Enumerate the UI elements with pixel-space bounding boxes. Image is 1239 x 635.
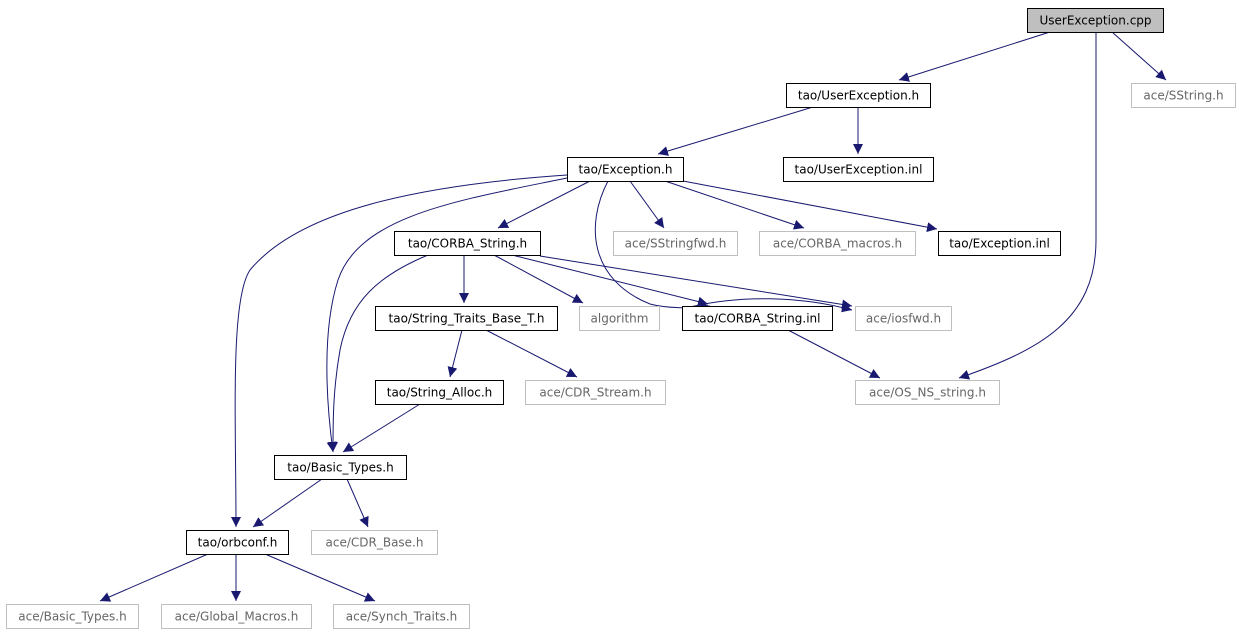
node-ace-synch-traits[interactable]: ace/Synch_Traits.h — [333, 604, 470, 629]
node-label-ace-sstringfwd: ace/SStringfwd.h — [625, 237, 727, 251]
edge-tao-exception-h-to-tao-orbconf — [230, 174, 568, 528]
node-root[interactable]: UserException.cpp — [1027, 8, 1164, 33]
node-box-ace-iosfwd — [855, 306, 952, 331]
nodes: UserException.cpp tao/UserException.h ace/… — [6, 8, 1236, 629]
node-box-tao-basic-types — [274, 455, 407, 480]
node-box-tao-userexc-inl — [783, 157, 934, 182]
node-label-tao-string-alloc: tao/String_Alloc.h — [387, 386, 493, 400]
edge-tao-corba-string-h-to-tao-corba-string-inl — [511, 254, 709, 307]
node-ace-iosfwd[interactable]: ace/iosfwd.h — [855, 306, 952, 331]
node-label-ace-iosfwd: ace/iosfwd.h — [866, 312, 941, 326]
node-box-tao-corba-string-inl — [682, 306, 833, 331]
node-label-tao-corba-string-inl: tao/CORBA_String.inl — [695, 312, 821, 326]
node-tao-orbconf[interactable]: tao/orbconf.h — [186, 530, 289, 555]
node-tao-corba-string-inl[interactable]: tao/CORBA_String.inl — [682, 306, 833, 331]
node-box-tao-string-traits — [375, 306, 558, 331]
edge-tao-exception-h-to-ace-sstringfwd — [629, 180, 665, 229]
node-label-tao-string-traits: tao/String_Traits_Base_T.h — [389, 312, 545, 326]
node-ace-global-macros[interactable]: ace/Global_Macros.h — [161, 604, 312, 629]
node-label-ace-corba-macros: ace/CORBA_macros.h — [773, 237, 902, 251]
node-label-tao-corba-string-h: tao/CORBA_String.h — [408, 237, 527, 251]
node-label-ace-cdr-stream: ace/CDR_Stream.h — [539, 386, 651, 400]
edge-tao-corba-string-h-to-tao-basic-types — [328, 254, 429, 453]
node-box-tao-corba-string-h — [394, 231, 541, 256]
edge-tao-exception-h-to-tao-corba-string-h — [497, 180, 591, 229]
node-label-ace-synch-traits: ace/Synch_Traits.h — [346, 610, 457, 624]
node-box-ace-os-ns-string — [855, 380, 1000, 405]
node-label-tao-basic-types: tao/Basic_Types.h — [287, 461, 393, 475]
node-label-ace-global-macros: ace/Global_Macros.h — [175, 610, 299, 624]
node-box-tao-orbconf — [186, 530, 289, 555]
node-tao-basic-types[interactable]: tao/Basic_Types.h — [274, 455, 407, 480]
node-label-tao-exception-h: tao/Exception.h — [579, 163, 673, 177]
node-tao-exception-h[interactable]: tao/Exception.h — [567, 157, 684, 182]
edge-tao-corba-string-inl-to-ace-os-ns-string — [787, 329, 881, 379]
edge-root-to-ace-os-ns-string — [958, 32, 1097, 380]
node-label-ace-cdr-base: ace/CDR_Base.h — [326, 536, 424, 550]
edge-tao-corba-string-h-to-algorithm — [493, 254, 584, 304]
node-box-ace-cdr-base — [311, 530, 438, 555]
node-box-ace-corba-macros — [759, 231, 916, 256]
node-ace-basic-types[interactable]: ace/Basic_Types.h — [6, 604, 139, 629]
edge-tao-string-traits-to-tao-string-alloc — [447, 329, 463, 378]
node-tao-corba-string-h[interactable]: tao/CORBA_String.h — [394, 231, 541, 256]
edge-tao-orbconf-to-ace-basic-types — [99, 553, 209, 602]
node-label-tao-userexc-h: tao/UserException.h — [798, 89, 919, 103]
edge-tao-string-traits-to-ace-cdr-stream — [485, 329, 578, 378]
node-ace-cdr-base[interactable]: ace/CDR_Base.h — [311, 530, 438, 555]
node-label-ace-basic-types: ace/Basic_Types.h — [18, 610, 126, 624]
node-label-tao-exception-inl: tao/Exception.inl — [949, 237, 1050, 251]
node-label-algorithm: algorithm — [591, 312, 649, 326]
node-box-algorithm — [579, 306, 660, 331]
node-box-ace-global-macros — [161, 604, 312, 629]
node-label-ace-sstring: ace/SString.h — [1143, 89, 1223, 103]
node-ace-corba-macros[interactable]: ace/CORBA_macros.h — [759, 231, 916, 256]
edge-tao-exception-h-to-tao-basic-types — [326, 177, 568, 453]
edge-tao-userexc-h-to-tao-exception-h — [657, 106, 814, 156]
edge-tao-basic-types-to-tao-orbconf — [252, 478, 323, 528]
edges — [99, 31, 1167, 602]
node-tao-string-traits[interactable]: tao/String_Traits_Base_T.h — [375, 306, 558, 331]
edge-tao-corba-string-inl-to-ace-iosfwd — [689, 298, 853, 313]
node-ace-sstring[interactable]: ace/SString.h — [1131, 83, 1236, 108]
node-box-ace-sstringfwd — [613, 231, 738, 256]
node-tao-string-alloc[interactable]: tao/String_Alloc.h — [375, 380, 504, 405]
node-label-ace-os-ns-string: ace/OS_NS_string.h — [869, 386, 986, 400]
node-box-ace-cdr-stream — [525, 380, 666, 405]
node-tao-exception-inl[interactable]: tao/Exception.inl — [938, 231, 1061, 256]
node-ace-os-ns-string[interactable]: ace/OS_NS_string.h — [855, 380, 1000, 405]
edge-tao-exception-h-to-ace-corba-macros — [664, 180, 805, 230]
node-tao-userexc-inl[interactable]: tao/UserException.inl — [783, 157, 934, 182]
node-ace-cdr-stream[interactable]: ace/CDR_Stream.h — [525, 380, 666, 405]
node-label-tao-orbconf: tao/orbconf.h — [198, 536, 278, 550]
node-box-tao-string-alloc — [375, 380, 504, 405]
node-box-ace-sstring — [1131, 83, 1236, 108]
edge-tao-exception-h-to-tao-exception-inl — [682, 180, 938, 233]
edge-root-to-tao-userexc-h — [898, 31, 1051, 82]
node-box-tao-exception-inl — [938, 231, 1061, 256]
node-label-root: UserException.cpp — [1039, 14, 1151, 28]
node-box-tao-userexc-h — [786, 83, 931, 108]
edge-tao-basic-types-to-ace-cdr-base — [346, 478, 369, 528]
node-box-ace-basic-types — [6, 604, 139, 629]
node-algorithm[interactable]: algorithm — [579, 306, 660, 331]
node-tao-userexc-h[interactable]: tao/UserException.h — [786, 83, 931, 108]
edge-tao-orbconf-to-ace-synch-traits — [264, 553, 376, 602]
node-label-tao-userexc-inl: tao/UserException.inl — [795, 163, 923, 177]
node-box-tao-exception-h — [567, 157, 684, 182]
node-box-ace-synch-traits — [333, 604, 470, 629]
edge-tao-corba-string-h-to-ace-iosfwd — [539, 255, 853, 310]
node-box-root — [1027, 8, 1164, 33]
edge-tao-string-alloc-to-tao-basic-types — [342, 403, 421, 453]
edge-root-to-ace-sstring — [1111, 31, 1167, 81]
node-ace-sstringfwd[interactable]: ace/SStringfwd.h — [613, 231, 738, 256]
